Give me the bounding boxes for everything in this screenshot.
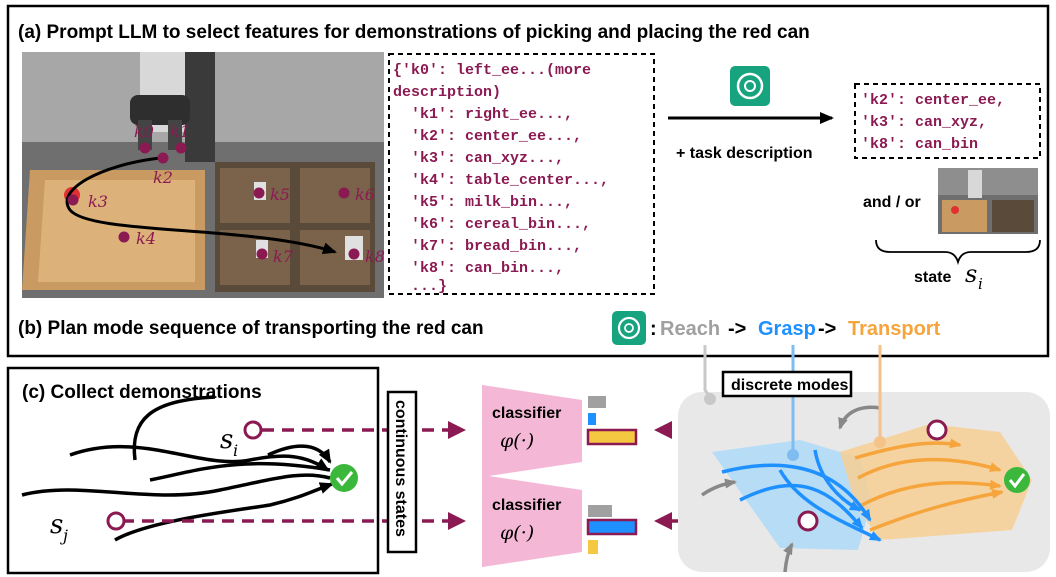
si-mode-marker xyxy=(926,419,948,441)
sj-subscript: j xyxy=(60,526,68,545)
state-thumbnail-image xyxy=(938,168,1038,234)
classifier-bottom-label: classifier xyxy=(492,497,561,514)
sj-mode-marker xyxy=(797,510,819,532)
goal-check-icon xyxy=(330,464,358,492)
selected-line: 'k2': center_ee, xyxy=(861,92,1005,109)
keypoint-k4-dot xyxy=(118,231,130,243)
feature-line: description) xyxy=(393,84,501,101)
goal-check-icon xyxy=(1004,467,1030,493)
sj-marker xyxy=(106,511,126,531)
mode-transport: Transport xyxy=(848,318,941,340)
prob-bar-reach xyxy=(588,505,612,517)
classifier-top-label: classifier xyxy=(492,405,561,422)
feature-line: 'k2': center_ee..., xyxy=(393,128,582,145)
discrete-modes-label: discrete modes xyxy=(731,377,848,394)
feature-description-text: {'k0': left_ee...(more description) 'k1'… xyxy=(393,62,609,295)
feature-line: 'k3': can_xyz..., xyxy=(393,150,564,167)
selected-line: 'k3': can_xyz, xyxy=(861,114,987,131)
feature-line: {'k0': left_ee...(more xyxy=(393,62,591,79)
keypoint-labels: k0 k1 k2 k3 k4 k5 k6 k7 k8 xyxy=(88,122,385,266)
demo-trajectories xyxy=(21,395,334,542)
mode-reach: Reach xyxy=(660,318,720,340)
keypoint-k0-label: k0 xyxy=(134,122,154,141)
mode-grasp: Grasp xyxy=(758,318,816,340)
feature-line: ...} xyxy=(393,278,447,295)
continuous-states-box xyxy=(386,390,418,554)
mode-arrow-2: -> xyxy=(818,318,836,340)
keypoint-k3-dot xyxy=(67,194,79,206)
classifier-top: classifier φ(·) xyxy=(482,385,638,477)
panel-b-title: (b) Plan mode sequence of transporting t… xyxy=(18,318,484,339)
transport-pointer-dot xyxy=(874,436,886,448)
llm-logo-icon xyxy=(730,66,770,106)
panel-ab-frame xyxy=(6,4,1050,358)
state-symbol: s xyxy=(965,260,977,288)
panel-c-frame xyxy=(6,366,380,575)
dashed-arrowheads xyxy=(448,421,672,530)
keypoint-k8-dot xyxy=(348,248,360,260)
mode-flow-arrows xyxy=(700,405,1004,573)
state-label: state xyxy=(914,269,951,286)
prob-bar-grasp xyxy=(586,518,638,536)
robot-scene-image xyxy=(22,52,384,298)
keypoint-k6-dot xyxy=(338,187,350,199)
classifier-top-phi: φ(·) xyxy=(500,430,534,452)
feature-line: 'k6': cereal_bin..., xyxy=(393,216,591,233)
keypoint-k2-dot xyxy=(157,152,169,164)
feature-line: 'k7': bread_bin..., xyxy=(393,238,582,255)
panel-c-title: (c) Collect demonstrations xyxy=(22,382,262,403)
prob-bar-transport xyxy=(586,428,638,446)
selected-features-text: 'k2': center_ee, 'k3': can_xyz, 'k8': ca… xyxy=(861,92,1005,153)
keypoint-k0-dot xyxy=(139,142,151,154)
keypoint-k7-label: k7 xyxy=(273,247,294,266)
state-subscript: i xyxy=(978,275,983,293)
prob-bar-reach xyxy=(588,396,606,408)
feature-description-box xyxy=(388,53,655,295)
state-brace xyxy=(875,239,1041,266)
keypoint-k5-label: k5 xyxy=(270,185,290,204)
llm-logo-icon-b xyxy=(612,311,646,345)
mode-colon: : xyxy=(650,318,657,340)
mode-arrow-1: -> xyxy=(728,318,746,340)
selected-line: 'k8': can_bin xyxy=(861,136,978,153)
keypoint-k7-dot xyxy=(256,248,268,260)
keypoint-k5-dot xyxy=(253,187,265,199)
si-subscript: i xyxy=(233,441,238,460)
panel-a-title: (a) Prompt LLM to select features for de… xyxy=(18,22,810,43)
mode-sequence: : Reach -> Grasp -> Transport xyxy=(650,318,941,340)
selected-features-box xyxy=(854,83,1041,159)
feature-line: 'k8': can_bin..., xyxy=(393,260,564,277)
keypoint-k2-label: k2 xyxy=(153,168,173,187)
classifier-bottom-phi: φ(·) xyxy=(500,522,534,544)
task-description-label: + task description xyxy=(676,145,813,162)
feature-line: 'k5': milk_bin..., xyxy=(393,194,573,211)
si-symbol: s xyxy=(220,425,233,455)
goal-check-mark xyxy=(1008,473,1026,489)
grasp-pointer-dot xyxy=(787,449,799,461)
reach-pointer-dot xyxy=(704,393,716,405)
classifier-bottom: classifier φ(·) xyxy=(482,475,638,567)
keypoint-k1-dot xyxy=(175,142,187,154)
keypoint-markers xyxy=(67,142,360,260)
prob-bar-transport xyxy=(588,540,598,554)
scene-trajectory-arrow xyxy=(65,156,337,255)
sj-symbol: s xyxy=(50,510,63,540)
discrete-modes-box xyxy=(721,370,853,398)
prob-bar-grasp xyxy=(588,413,596,425)
goal-check-mark xyxy=(335,471,354,487)
keypoint-k8-label: k8 xyxy=(365,247,385,266)
keypoint-k6-label: k6 xyxy=(355,185,375,204)
feature-line: 'k1': right_ee..., xyxy=(393,106,573,123)
keypoint-k3-label: k3 xyxy=(88,192,108,211)
feature-line: 'k4': table_center..., xyxy=(393,172,609,189)
keypoint-k4-label: k4 xyxy=(136,229,156,248)
continuous-states-label: continuous states xyxy=(392,400,409,537)
keypoint-k1-label: k1 xyxy=(170,122,190,141)
and-or-label: and / or xyxy=(863,194,921,211)
si-marker xyxy=(243,420,263,440)
